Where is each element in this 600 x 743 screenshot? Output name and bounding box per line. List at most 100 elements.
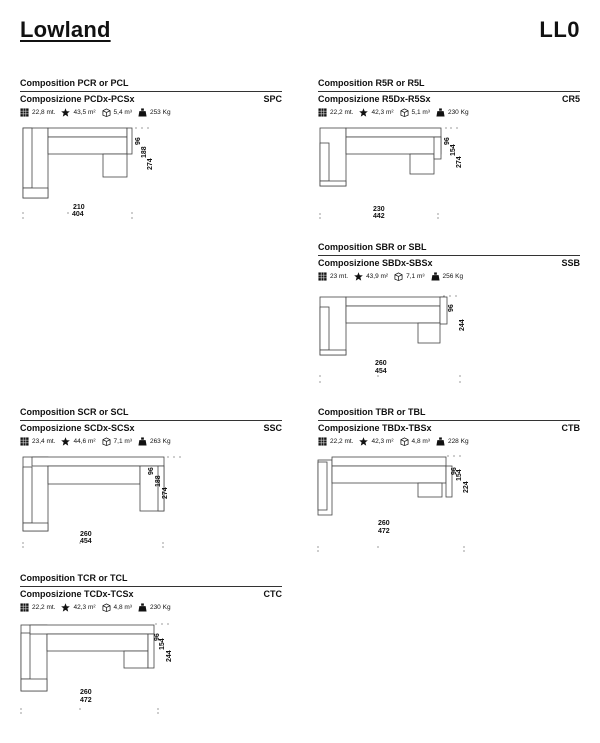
spec-length: 23 mt.: [318, 271, 348, 281]
spec-row: 22,2 mt. 42,3 m² 4,8 m³ 228 Kg: [318, 436, 475, 446]
sofa-drawing: 230 442 96 154 274: [318, 118, 498, 228]
composition-ref: SPC: [263, 94, 282, 104]
dim-depth-total: 274: [456, 156, 463, 168]
weight-icon: [436, 107, 445, 117]
composition-name-en: Composition PCR or PCL: [20, 78, 129, 88]
spec-length-value: 22,2 mt.: [32, 603, 56, 611]
spec-weight-value: 228 Kg: [447, 437, 469, 445]
grid-square-icon: [318, 107, 327, 117]
spec-length: 22,2 mt.: [318, 107, 354, 117]
spec-area-value: 42,3 m²: [371, 108, 394, 116]
dim-depth-mid: 188: [155, 475, 162, 487]
spec-area: 44,6 m²: [61, 436, 96, 446]
section-divider: [318, 255, 580, 256]
sofa-drawing: 260 454 96 188 274: [20, 447, 200, 557]
sofa-plan-svg: [317, 455, 465, 552]
page-title: Lowland: [20, 17, 111, 42]
section-divider: [20, 91, 282, 92]
product-code: LL0: [539, 17, 580, 42]
sofa-plan-svg: [20, 623, 169, 714]
composition-ref: CR5: [561, 94, 580, 104]
star-icon: [61, 602, 71, 612]
sofa-drawing: 260 454 96 244: [318, 282, 498, 392]
spec-weight: 263 Kg: [138, 436, 171, 446]
spec-area-value: 43,5 m²: [73, 108, 96, 116]
spec-row: 23 mt. 43,9 m² 7,1 m³ 256 Kg: [318, 271, 469, 281]
section-divider: [318, 91, 580, 92]
dim-depth-arm: 96: [135, 137, 142, 145]
dim-width-inner: 260: [80, 689, 92, 696]
sofa-drawing: 260 472 96 154 224: [317, 447, 498, 557]
composition-name-en: Composition SCR or SCL: [20, 407, 129, 417]
spec-volume-value: 4,8 m³: [113, 603, 132, 611]
dim-depth-arm: 96: [448, 304, 455, 312]
spec-volume: 7,1 m³: [394, 271, 425, 281]
dim-width-total: 472: [80, 697, 92, 704]
composition-block-sb: Composition SBR or SBL Composizione SBDx…: [318, 242, 580, 412]
spec-weight-value: 230 Kg: [149, 603, 171, 611]
spec-weight: 228 Kg: [436, 436, 469, 446]
dim-width-total: 442: [373, 213, 385, 220]
spec-area: 43,5 m²: [61, 107, 96, 117]
spec-area-value: 43,9 m²: [366, 272, 389, 280]
spec-volume-value: 5,4 m³: [113, 108, 132, 116]
composition-name-it: Composizione SBDx-SBSx: [318, 258, 433, 268]
cube-icon: [400, 107, 408, 117]
spec-length-value: 22,2 mt.: [330, 108, 354, 116]
spec-length-value: 22,2 mt.: [330, 437, 354, 445]
grid-square-icon: [20, 436, 29, 446]
composition-name-en: Composition TBR or TBL: [318, 407, 426, 417]
spec-weight-value: 230 Kg: [447, 108, 469, 116]
spec-volume-value: 7,1 m³: [406, 272, 425, 280]
dim-width-total: 404: [72, 211, 84, 218]
cube-icon: [102, 602, 110, 612]
grid-square-icon: [318, 271, 327, 281]
spec-area-value: 42,3 m²: [371, 437, 394, 445]
dim-depth-mid: 154: [159, 638, 166, 650]
spec-weight-value: 256 Kg: [442, 272, 464, 280]
cube-icon: [102, 436, 110, 446]
spec-row: 22,2 mt. 42,3 m² 5,1 m³ 230 Kg: [318, 107, 475, 117]
spec-volume-value: 5,1 m³: [411, 108, 430, 116]
sofa-plan-svg: [319, 127, 458, 219]
dim-depth-mid: 188: [141, 146, 148, 158]
dim-depth-total: 274: [162, 487, 169, 499]
dim-width-total: 472: [378, 528, 390, 535]
dim-width-inner: 260: [378, 520, 390, 527]
composition-name-it: Composizione TCDx-TCSx: [20, 589, 134, 599]
composition-ref: SSC: [263, 423, 282, 433]
dim-depth-arm: 96: [148, 467, 155, 475]
grid-square-icon: [20, 107, 29, 117]
spec-area-value: 42,3 m²: [73, 603, 96, 611]
spec-area-value: 44,6 m²: [73, 437, 96, 445]
dim-depth-total: 274: [147, 158, 154, 170]
spec-row: 23,4 mt. 44,6 m² 7,1 m³ 263 Kg: [20, 436, 177, 446]
sofa-drawing: 210 404 96 188 274: [20, 118, 200, 228]
spec-area: 42,3 m²: [359, 436, 394, 446]
dim-width-total: 454: [80, 538, 92, 545]
spec-weight-value: 263 Kg: [149, 437, 171, 445]
star-icon: [61, 107, 71, 117]
spec-volume: 4,8 m³: [400, 436, 430, 446]
spec-row: 22,8 mt. 43,5 m² 5,4 m³ 253 Kg: [20, 107, 177, 117]
composition-block-sc: Composition SCR or SCL Composizione SCDx…: [20, 407, 282, 577]
spec-volume-value: 7,1 m³: [113, 437, 132, 445]
sofa-plan-svg: [22, 127, 149, 219]
section-divider: [20, 420, 282, 421]
composition-name-it: Composizione TBDx-TBSx: [318, 423, 432, 433]
composition-name-it: Composizione R5Dx-R5Sx: [318, 94, 431, 104]
composition-name-it: Composizione PCDx-PCSx: [20, 94, 135, 104]
weight-icon: [138, 107, 147, 117]
cube-icon: [102, 107, 110, 117]
spec-weight: 230 Kg: [138, 602, 171, 612]
composition-block-pc: Composition PCR or PCL Composizione PCDx…: [20, 78, 282, 248]
dim-depth-mid: 154: [456, 469, 463, 481]
spec-length-value: 22,8 mt.: [32, 108, 56, 116]
weight-icon: [138, 602, 147, 612]
sofa-plan-svg: [22, 456, 181, 548]
spec-row: 22,2 mt. 42,3 m² 4,8 m³ 230 Kg: [20, 602, 177, 612]
weight-icon: [436, 436, 445, 446]
sofa-drawing: 260 472 96 154 244: [20, 613, 200, 723]
star-icon: [359, 107, 369, 117]
spec-length: 22,8 mt.: [20, 107, 56, 117]
